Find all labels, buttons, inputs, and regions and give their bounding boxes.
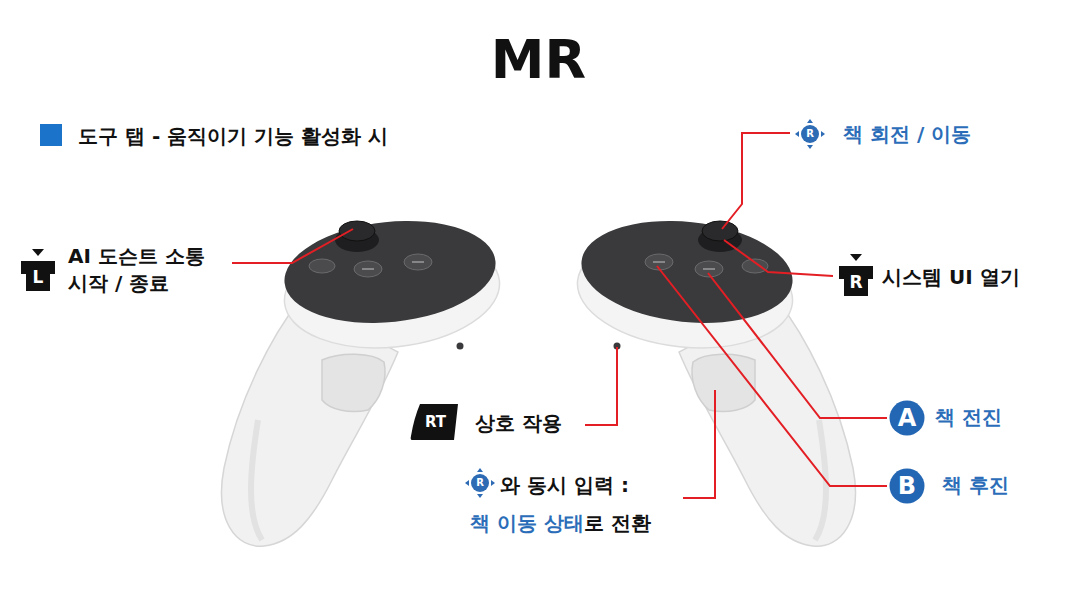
leader-line	[724, 240, 833, 276]
node-letter: R	[849, 274, 862, 291]
pointer-triangle	[32, 249, 44, 256]
label-slot: 시스템 UI 열기	[882, 265, 1020, 289]
leader-line	[683, 390, 715, 498]
node-letter: R	[476, 478, 484, 488]
direction-tick	[477, 494, 483, 498]
leader-line	[657, 266, 887, 486]
callout-label: 와 동시 입력 :	[500, 473, 629, 497]
diagram-title: MR	[0, 28, 1077, 92]
callout-label: 책 전진	[935, 405, 1002, 429]
button-face	[279, 211, 500, 333]
button	[404, 254, 432, 270]
label-slot: 책 이동 상태	[470, 511, 584, 535]
direction-tick	[821, 131, 825, 137]
joy-node: R	[464, 467, 496, 499]
section-marker	[40, 124, 62, 146]
pointer-triangle	[850, 254, 862, 261]
side-button	[457, 343, 464, 350]
callout-label: 책 이동 상태	[470, 511, 584, 535]
stick-icon	[801, 125, 819, 143]
node-letter: L	[33, 269, 44, 286]
shirt-node: L	[18, 249, 58, 291]
button	[309, 259, 335, 273]
button-icon	[839, 266, 873, 296]
leader-line	[232, 229, 353, 263]
button-badge	[890, 469, 925, 504]
button-badge	[890, 401, 925, 436]
circle-node: B	[889, 468, 925, 504]
label-slot: 와 동시 입력 :	[500, 473, 629, 497]
callout-label: 시스템 UI 열기	[882, 265, 1020, 289]
label-slot: 책 후진	[942, 473, 1009, 497]
callout-label: 도구 탭 - 움직이기 기능 활성화 시	[78, 124, 388, 148]
label-slot: 도구 탭 - 움직이기 기능 활성화 시	[78, 124, 388, 148]
label-slot: 상호 작용	[475, 411, 562, 435]
leader-line	[585, 347, 617, 425]
node-letter: R	[806, 129, 814, 139]
label-slot: 책 전진	[935, 405, 1002, 429]
trigger	[322, 354, 385, 411]
direction-tick	[465, 480, 469, 486]
shirt-node: R	[836, 254, 876, 296]
circle-node: A	[889, 400, 925, 436]
callout-label: 책 회전 / 이동	[843, 122, 971, 146]
thumbstick	[339, 221, 375, 241]
button-icon	[21, 261, 55, 291]
node-letter: B	[898, 474, 916, 498]
direction-tick	[807, 145, 813, 149]
trigger-badge	[411, 404, 458, 440]
direction-tick	[807, 119, 813, 123]
handle-shade	[251, 420, 262, 540]
leader-line	[722, 133, 790, 229]
label-slot: AI 도슨트 소통 시작 / 종료	[68, 243, 218, 297]
title-slot: MR	[0, 28, 1077, 92]
leader-lines	[232, 133, 887, 498]
label-slot: 책 회전 / 이동	[843, 122, 971, 146]
callout-label: 상호 작용	[475, 411, 562, 435]
direction-tick	[477, 468, 483, 472]
button	[354, 261, 382, 277]
button-mark	[412, 261, 424, 263]
joy-node: R	[794, 118, 826, 150]
stick-icon	[471, 474, 489, 492]
callout-label: AI 도슨트 소통 시작 / 종료	[68, 243, 218, 297]
button-mark	[362, 268, 374, 270]
direction-tick	[491, 480, 495, 486]
node-letter: A	[898, 406, 917, 430]
callout-label: 책 후진	[942, 473, 1009, 497]
node-letter: RT	[425, 415, 446, 430]
left-controller	[222, 211, 506, 546]
label-slot: 로 전환	[584, 511, 651, 535]
direction-tick	[795, 131, 799, 137]
callout-label: 로 전환	[584, 511, 651, 535]
rt-node: RT	[410, 404, 458, 440]
